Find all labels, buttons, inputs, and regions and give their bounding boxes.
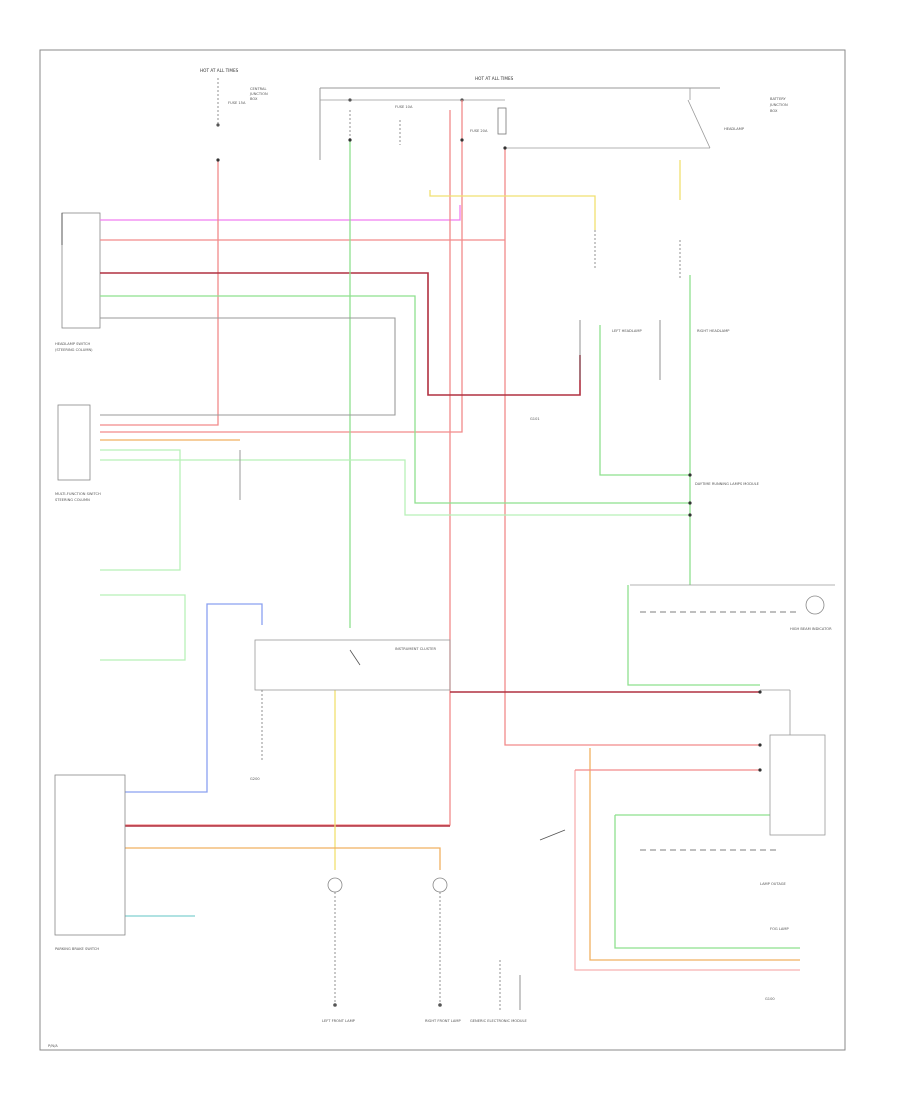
hot-label-top: HOT AT ALL TIMES [475, 76, 514, 81]
g100-label: G100 [765, 997, 775, 1001]
mfs-label: MULTI-FUNCTION SWITCH [55, 492, 101, 496]
fog-lamp-label: FOG LAMP [770, 927, 789, 931]
instrument-cluster-label: INSTRUMENT CLUSTER [395, 647, 436, 651]
lower-right-module: LAMP OUTAGE FOG LAMP G100 [640, 689, 826, 1001]
parking-brake-label: PARKING BRAKE SWITCH [55, 947, 99, 951]
top-fuse-block: HOT AT ALL TIMES HOT AT ALL TIMES FUSE 1… [200, 68, 788, 160]
svg-text:CENTRAL: CENTRAL [250, 87, 266, 91]
left-front-lamp-label: LEFT FRONT LAMP [322, 1019, 356, 1023]
right-front-lamp-label: RIGHT FRONT LAMP [425, 1019, 461, 1023]
lamp-outage-label: LAMP OUTAGE [760, 882, 787, 886]
g200-label: G200 [250, 777, 260, 781]
headlamp-switch-label: HEADLAMP SWITCH [55, 342, 91, 346]
page-code: P/N/A [48, 1044, 58, 1048]
steering-column-label: STEERING COLUMN [55, 498, 90, 502]
headlamps: LEFT HEADLAMP RIGHT HEADLAMP G101 [530, 230, 730, 421]
high-beam-indicator-label: HIGH BEAM INDICATOR [790, 627, 832, 631]
front-lamps: LEFT FRONT LAMP RIGHT FRONT LAMP [322, 877, 461, 1023]
generic-electronic-module: GENERIC ELECTRONIC MODULE [470, 829, 566, 1023]
svg-text:BOX: BOX [770, 109, 778, 113]
left-headlamp-label: LEFT HEADLAMP [612, 329, 642, 333]
right-headlamp-label: RIGHT HEADLAMP [697, 329, 730, 333]
svg-text:BATTERY: BATTERY [770, 97, 787, 101]
drl-module-label: DAYTIME RUNNING LAMPS MODULE [695, 482, 760, 486]
fuse-20a-label: FUSE 20A [470, 129, 488, 133]
instrument-cluster: INSTRUMENT CLUSTER G200 [250, 639, 451, 781]
svg-text:HEADLAMP: HEADLAMP [724, 127, 745, 131]
fuse-10a-label: FUSE 10A [395, 105, 413, 109]
hot-label-left: HOT AT ALL TIMES [200, 68, 239, 73]
svg-text:BOX: BOX [250, 97, 258, 101]
multi-function-switch: MULTI-FUNCTION SWITCH STEERING COLUMN [55, 404, 101, 502]
fuse-15a-label: FUSE 15A [228, 101, 246, 105]
svg-text:JUNCTION: JUNCTION [769, 103, 788, 107]
left-top-fuse: CENTRAL JUNCTION BOX [216, 78, 268, 127]
headlamp-switch: HEADLAMP SWITCH (STEERING COLUMN) [55, 212, 101, 352]
svg-text:JUNCTION: JUNCTION [249, 92, 268, 96]
gem-label: GENERIC ELECTRONIC MODULE [470, 1019, 528, 1023]
drl-module: DAYTIME RUNNING LAMPS MODULE HIGH BEAM I… [630, 482, 835, 631]
junction-dots [216, 138, 762, 772]
diagram-frame [39, 49, 846, 1051]
svg-text:(STEERING COLUMN): (STEERING COLUMN) [55, 348, 93, 352]
parking-brake-switch: PARKING BRAKE SWITCH [54, 774, 126, 951]
svg-text:G101: G101 [530, 417, 540, 421]
